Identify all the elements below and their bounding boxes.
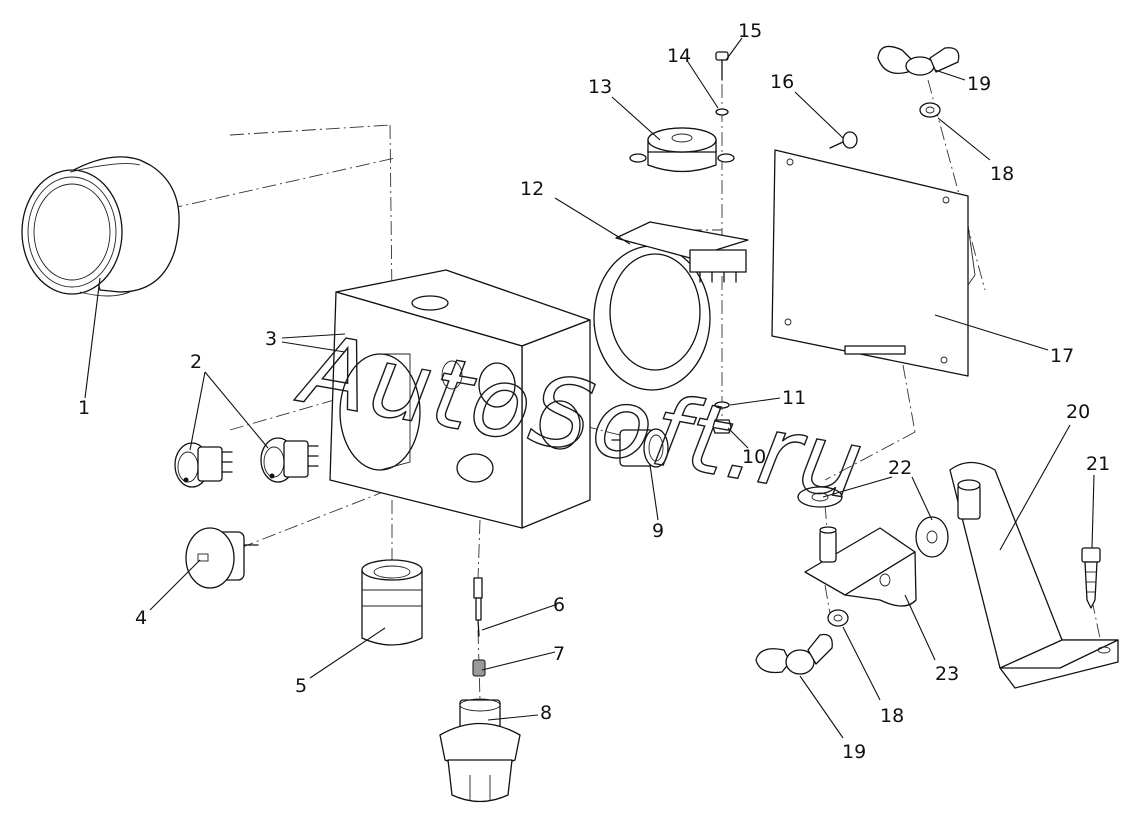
part-2-switch-a [174,442,233,488]
part-2-switch-b [260,437,319,483]
part-18-lock-washer-top [919,102,941,118]
callout-18-top: 18 [990,163,1014,185]
callout-2: 2 [190,351,202,373]
callout-17: 17 [1050,345,1074,367]
callout-21: 21 [1086,453,1110,475]
callout-8: 8 [540,702,552,724]
callout-22: 22 [888,457,912,479]
part-4-indicator-lamp [185,527,259,589]
part-21-bolt [1081,547,1101,609]
callout-1: 1 [78,397,90,419]
callout-3: 3 [265,328,277,350]
part-11-washer [714,401,730,409]
part-22-washer-b [915,516,949,558]
callout-19-top: 19 [967,73,991,95]
part-6-connector-pin [473,577,483,637]
callout-4: 4 [135,607,147,629]
part-1-gauge [21,156,180,297]
part-16-pin [829,131,858,149]
callout-10: 10 [742,446,766,468]
callout-23: 23 [935,663,959,685]
callout-7: 7 [553,643,565,665]
part-8-connector-housing [439,698,521,803]
leader-lines [84,37,1095,739]
callout-16: 16 [770,71,794,93]
part-13-buzzer [629,127,735,173]
callout-13: 13 [588,76,612,98]
part-18-lock-washer-bottom [827,609,849,627]
callout-9: 9 [652,520,664,542]
part-20-mounting-arm [949,461,1119,689]
callout-12: 12 [520,178,544,200]
part-17-cover-plate [771,149,976,377]
callout-20: 20 [1066,401,1090,423]
part-3-housing-box [329,269,591,529]
part-22-washer-a [797,486,843,508]
part-7-seal [472,659,486,677]
part-19-wing-nut-top [877,45,960,76]
callout-6: 6 [553,594,565,616]
part-15-screw [715,51,729,81]
part-14-washer [715,108,729,116]
callout-18-bottom: 18 [880,705,904,727]
callout-19-bottom: 19 [842,741,866,763]
part-12-bracket [593,221,749,391]
callout-15: 15 [738,20,762,42]
part-10-nut [712,419,732,434]
part-5-cable-gland [361,559,423,646]
callout-14: 14 [667,45,691,67]
part-23-stud-bracket [804,526,917,607]
part-19-wing-nut-bottom [755,633,833,675]
callout-labels: 1 2 3 4 5 6 7 8 9 10 11 12 13 14 15 16 1… [78,20,1110,763]
callout-5: 5 [295,675,307,697]
part-9-lamp-socket [611,428,669,468]
callout-11: 11 [782,387,806,409]
